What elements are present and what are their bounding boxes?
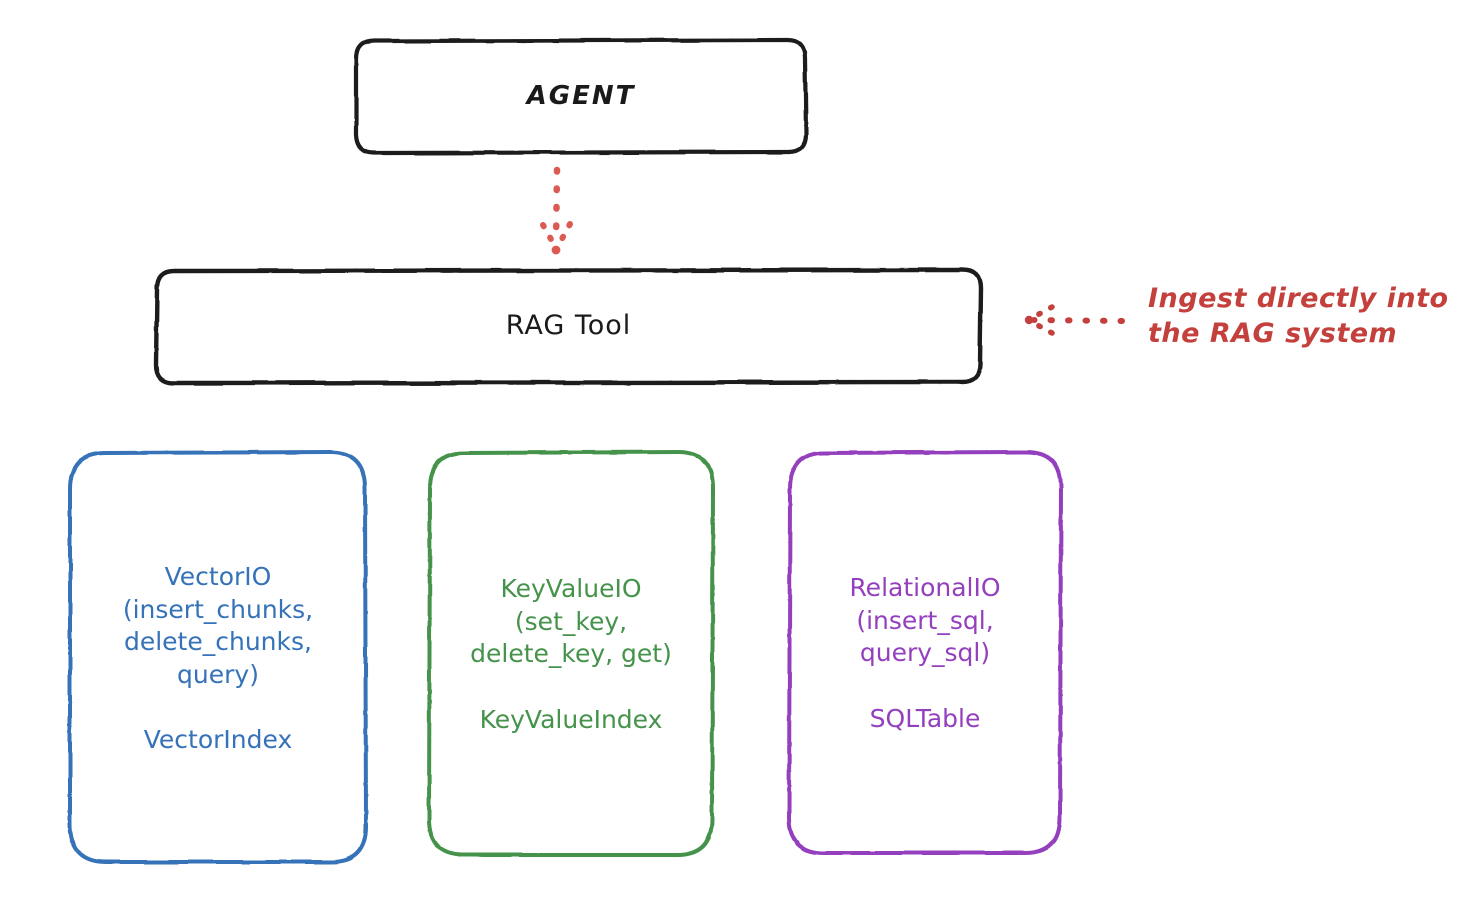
ingest-annotation: Ingest directly into the RAG system	[1148, 282, 1478, 351]
vector-io-label: VectorIO (insert_chunks, delete_chunks, …	[122, 562, 314, 689]
node-vector-io[interactable]: VectorIO (insert_chunks, delete_chunks, …	[70, 452, 366, 863]
agent-label: AGENT	[526, 80, 636, 111]
relational-io-index-label: SQLTable	[869, 703, 981, 733]
agent-box-outline	[353, 37, 809, 156]
relational-io-box-outline	[787, 450, 1063, 855]
key-value-io-box-outline	[427, 450, 715, 857]
rag-tool-label: RAG Tool	[505, 310, 632, 342]
node-agent[interactable]: AGENT	[356, 40, 806, 153]
ingest-to-rag-connector	[1024, 304, 1125, 336]
rag-tool-box-outline	[153, 267, 984, 386]
ingest-annotation-text: Ingest directly into the RAG system	[1148, 283, 1449, 349]
node-relational-io[interactable]: RelationalIO (insert_sql, query_sql) SQL…	[789, 452, 1061, 853]
node-key-value-io[interactable]: KeyValueIO (set_key, delete_key, get) Ke…	[429, 452, 713, 855]
agent-to-rag-connector	[540, 166, 573, 255]
key-value-io-index-label: KeyValueIndex	[479, 704, 663, 734]
vector-io-index-label: VectorIndex	[143, 725, 293, 754]
relational-io-label: RelationalIO (insert_sql, query_sql)	[849, 573, 1001, 668]
key-value-io-label: KeyValueIO (set_key, delete_key, get)	[470, 574, 672, 669]
vector-io-box-outline	[68, 450, 368, 864]
node-rag-tool[interactable]: RAG Tool	[156, 270, 981, 383]
